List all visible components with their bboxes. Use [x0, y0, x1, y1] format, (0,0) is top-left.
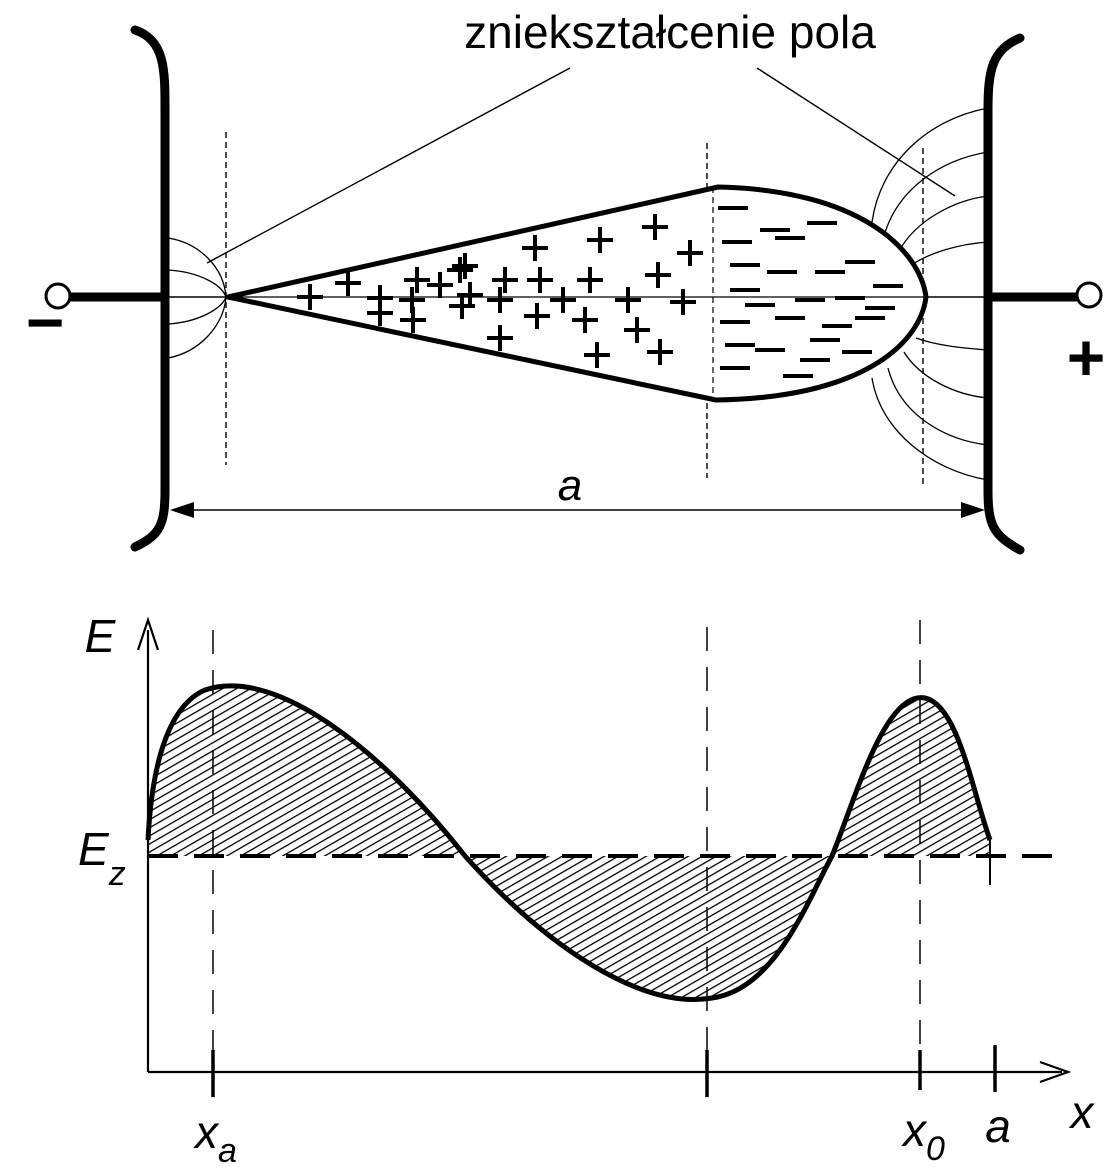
hatched-area-middle: [465, 856, 832, 1000]
field-strength-curve: [145, 683, 993, 1002]
positive-charge-mark: [335, 270, 361, 296]
x0-label: x0: [901, 1104, 945, 1167]
positive-charge-mark: [615, 287, 641, 313]
positive-charge-mark: [524, 303, 550, 329]
gap-distance-label: a: [558, 461, 582, 510]
positive-charge-mark: [587, 227, 613, 253]
y-axis-label: E: [85, 610, 117, 662]
positive-charge-mark: [399, 287, 425, 313]
positive-charge-mark: [487, 325, 513, 351]
positive-charge-mark: [642, 214, 668, 240]
cathode-sign: −: [26, 285, 65, 359]
field-strength-plot: E Ez x xa x0 a: [78, 610, 1096, 1167]
positive-charge-mark: [624, 317, 650, 343]
xa-label: xa: [193, 1106, 237, 1167]
x-axis-label: x: [1069, 1086, 1096, 1138]
positive-charge-mark: [447, 257, 473, 283]
cathode-plate: [130, 25, 170, 552]
positive-charges: [297, 214, 703, 368]
anode-field-lines: [871, 107, 989, 481]
anode-sign: +: [1067, 320, 1105, 394]
negative-charges: [718, 206, 903, 378]
positive-charge-mark: [522, 235, 548, 261]
positive-charge-mark: [670, 289, 696, 315]
cathode-terminal: [44, 282, 72, 310]
positive-charge-mark: [404, 267, 430, 293]
anode-terminal: [1075, 281, 1103, 309]
positive-charge-mark: [577, 267, 603, 293]
positive-charge-mark: [572, 307, 598, 333]
positive-charge-mark: [527, 267, 553, 293]
a-tick-label: a: [985, 1100, 1011, 1152]
positive-charge-mark: [645, 262, 671, 288]
gap-arrowhead-right: [961, 502, 985, 518]
positive-charge-mark: [492, 267, 518, 293]
annotation-leader-left: [206, 67, 571, 264]
positive-charge-mark: [427, 272, 453, 298]
positive-charge-mark: [677, 240, 703, 266]
x-axis-arrowhead: [1039, 1060, 1072, 1084]
positive-charge-mark: [457, 282, 483, 308]
field-distortion-annotation: zniekształcenie pola: [464, 6, 876, 58]
space-charge-region: [225, 184, 929, 403]
anode-plate: [983, 33, 1025, 555]
y-axis-arrowhead: [136, 616, 160, 651]
hatched-area-anode: [832, 697, 990, 856]
cathode-field-lines: [167, 237, 227, 359]
positive-charge-mark: [550, 287, 576, 313]
gap-arrowhead-left: [170, 502, 194, 518]
annotation-leader-right: [756, 67, 956, 197]
positive-charge-mark: [647, 339, 673, 365]
positive-charge-mark: [487, 287, 513, 313]
positive-charge-mark: [452, 253, 478, 279]
positive-charge-mark: [584, 342, 610, 368]
hatched-area-cathode: [148, 685, 465, 856]
ez-label: Ez: [78, 823, 126, 893]
electrode-schematic: − + zn: [26, 6, 1105, 555]
positive-charge-mark: [367, 285, 393, 311]
positive-charge-mark: [297, 284, 323, 310]
